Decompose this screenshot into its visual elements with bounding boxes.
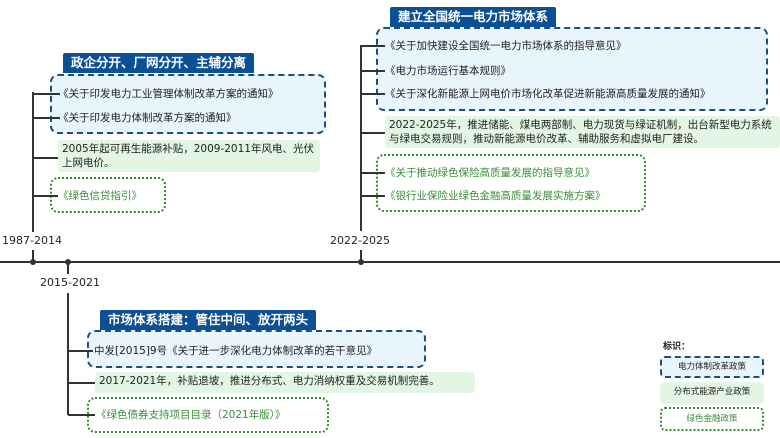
timeline-dot <box>358 259 364 265</box>
timeline-axis <box>0 261 780 263</box>
branch-line <box>360 250 362 262</box>
legend-title: 标识： <box>663 342 691 352</box>
green-finance-box <box>87 397 329 433</box>
legend-industry: 分布式能源产业政策 <box>660 382 764 404</box>
period-label: 2015-2021 <box>40 276 100 289</box>
connector <box>68 414 95 416</box>
legend-reform: 电力体制改革政策 <box>660 356 764 378</box>
policy-item: 《电力市场运行基本规则》 <box>385 65 511 77</box>
policy-item: 《关于加快建设全国统一电力市场体系的指导意见》 <box>385 40 627 52</box>
stage-title: 政企分开、厂网分开、主辅分离 <box>63 53 255 73</box>
legend-finance: 绿色金融政策 <box>660 407 764 431</box>
finance-item: 《关于推动绿色保险高质量发展的指导意见》 <box>385 167 595 179</box>
industry-policy-box: 2022-2025年，推进储能、煤电两部制、电力现货与绿证机制，出台新型电力系统… <box>385 116 780 148</box>
stage-title: 建立全国统一电力市场体系 <box>390 7 557 27</box>
branch-line <box>360 45 362 231</box>
connector <box>361 70 385 72</box>
finance-item: 《绿色信贷指引》 <box>58 190 142 202</box>
connector <box>68 350 93 352</box>
connector <box>361 132 386 134</box>
connector <box>361 172 385 174</box>
policy-item: 中发[2015]9号《关于进一步深化电力体制改革的若干意见》 <box>94 345 378 357</box>
finance-item: 《银行业保险业绿色金融高质量发展实施方案》 <box>385 190 606 202</box>
stage-title: 市场体系搭建：管住中间、放开两头 <box>100 310 317 330</box>
policy-item: 《关于印发电力工业管理体制改革方案的通知》 <box>58 88 279 100</box>
finance-item: 《绿色债券支持项目目录（2021年版）》 <box>96 409 286 421</box>
timeline-dot <box>30 259 36 265</box>
connector <box>33 93 60 95</box>
connector <box>33 195 58 197</box>
connector <box>33 157 58 159</box>
branch-line <box>67 262 69 274</box>
connector <box>361 45 385 47</box>
reform-policy-box <box>87 330 426 368</box>
industry-policy-box: 2017-2021年，补贴退坡，推进分布式、电力消纳权重及交易机制完善。 <box>95 372 475 393</box>
connector <box>361 195 385 197</box>
reform-policy-box <box>50 74 326 134</box>
green-finance-box <box>376 154 646 212</box>
branch-line <box>32 92 34 232</box>
period-label: 1987-2014 <box>2 234 62 247</box>
branch-line <box>67 293 69 415</box>
industry-policy-box: 2005年起可再生能源补贴，2009-2011年风电、光伏上网电价。 <box>58 140 320 172</box>
period-label: 2022-2025 <box>330 234 390 247</box>
reform-policy-box <box>376 27 768 111</box>
policy-item: 《关于印发电力体制改革方案的通知》 <box>58 112 237 124</box>
connector <box>361 93 385 95</box>
connector <box>68 382 95 384</box>
branch-line <box>32 250 34 262</box>
policy-item: 《关于深化新能源上网电价市场化改革促进新能源高质量发展的通知》 <box>385 88 711 100</box>
connector <box>33 117 60 119</box>
